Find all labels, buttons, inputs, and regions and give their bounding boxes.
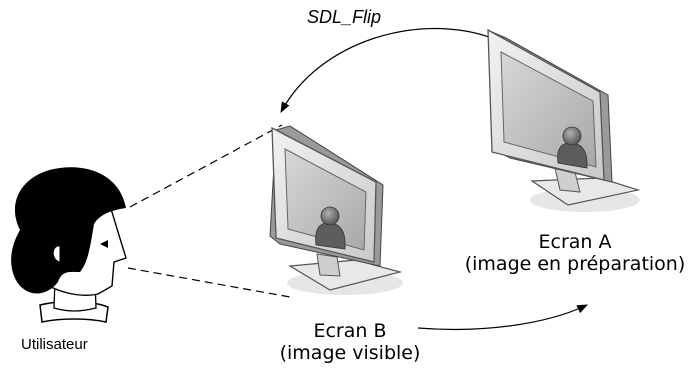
user-label: Utilisateur	[21, 336, 88, 353]
sight-line-lower	[127, 267, 291, 298]
person-icon	[315, 206, 346, 250]
monitor-a	[487, 28, 641, 212]
monitor-b	[269, 125, 403, 295]
sight-line-upper	[129, 124, 283, 208]
screen-a-label: Ecran A (image en préparation)	[455, 231, 695, 276]
screen-b-name: Ecran B	[313, 320, 387, 342]
eye-icon	[100, 240, 108, 248]
flip-label: SDL_Flip	[307, 7, 382, 27]
user-figure	[11, 167, 127, 323]
screen-b-caption: (image visible)	[279, 341, 421, 364]
flip-arrow	[280, 27, 493, 113]
screen-a-caption: (image en préparation)	[464, 252, 686, 275]
screen-a-name: Ecran A	[538, 231, 612, 253]
swap-arrow	[417, 304, 588, 331]
screen-b-label: Ecran B (image visible)	[245, 320, 455, 365]
person-icon	[557, 126, 588, 169]
hair	[11, 167, 126, 294]
